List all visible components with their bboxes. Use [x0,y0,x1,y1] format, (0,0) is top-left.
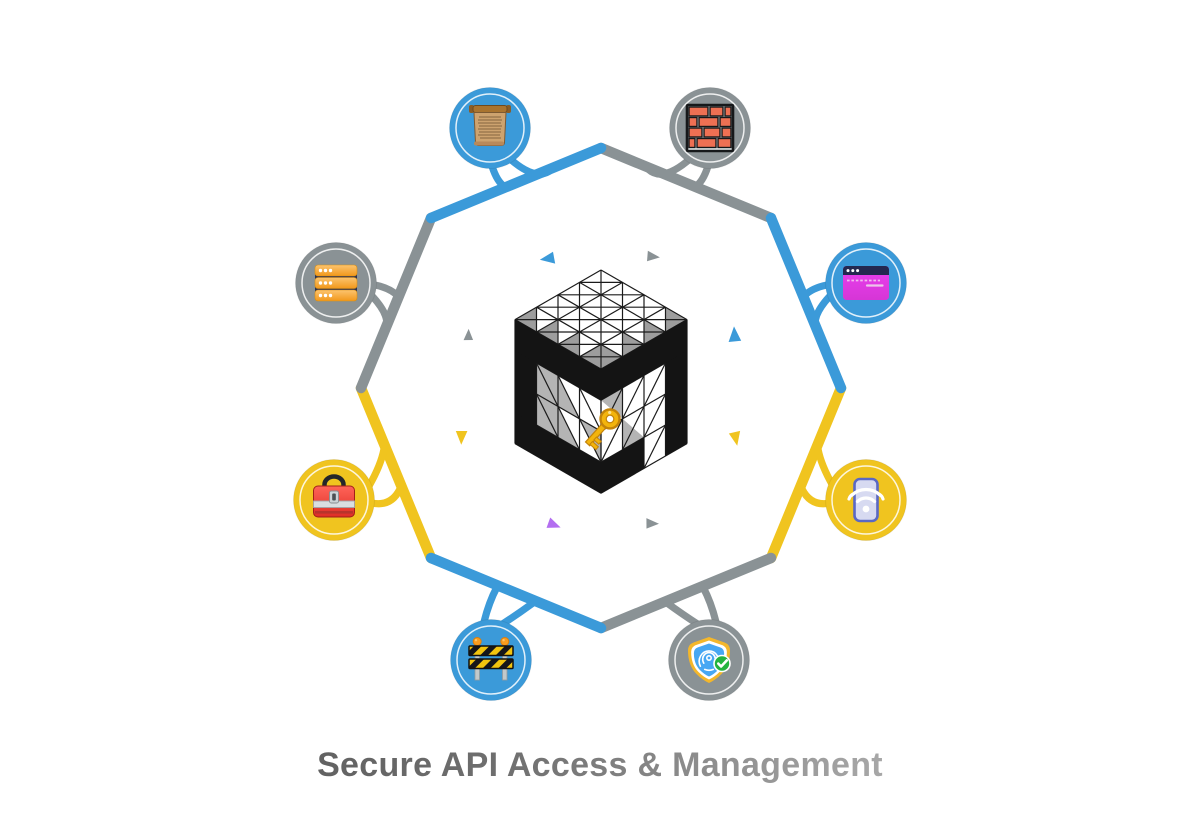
node-inner-ring [831,465,901,535]
octagon-edge-6 [765,382,847,564]
connector-leg-servers [369,293,391,335]
cube-black-band [515,319,601,401]
node-inner-ring [455,93,525,163]
server-stack-icon [314,264,358,302]
octagon-edge-3 [355,382,437,564]
page-title: Secure API Access & Management [0,746,1200,785]
triangle-decoration [455,430,468,445]
node-barrier [450,619,532,701]
octagon-edge-1 [425,142,607,224]
triangle-decoration [546,517,561,528]
octagon-edge-8 [595,142,777,224]
connector-leg-scroll [488,162,509,191]
node-firewall [669,87,751,169]
connector-leg-toolbox [365,445,388,490]
node-shield [668,619,750,701]
octagon-ring [355,142,847,634]
cube-logo [514,269,688,494]
connector-leg-barrier [480,583,501,626]
octagon-edge-5 [595,552,777,634]
connector-leg-shield [699,583,720,626]
connector-leg-barrier [497,599,537,629]
triangle-decoration [463,328,474,341]
triangle-decoration [728,430,741,446]
connector-leg-servers [371,281,402,300]
cube-black-band [601,319,687,401]
connector-leg-firewall [691,162,712,191]
connector-leg-scroll [505,154,556,178]
scroll-icon [468,104,512,146]
connector-leg-toolbox [368,485,404,508]
browser-window-icon [841,264,891,302]
node-inner-ring [674,625,744,695]
key-icon [584,408,621,451]
node-inner-ring [675,93,745,163]
cube-black-band [515,412,601,494]
triangle-decoration [539,251,556,264]
triangle-decoration [647,250,660,262]
connector-leg-web-app [800,281,831,300]
cube-black-band [601,437,644,494]
node-scroll [449,87,531,169]
triangle-decorations [455,250,742,529]
node-inner-ring [456,625,526,695]
node-servers [295,242,377,324]
connector-leg-firewall [644,154,695,178]
node-inner-ring [301,248,371,318]
octagon-edge-2 [355,212,437,394]
service-nodes [293,87,907,701]
node-web-app [825,242,907,324]
octagon-edge-7 [765,212,847,394]
connector-leg-web-app [811,293,833,335]
brick-wall-icon [685,103,735,153]
connector-leg-shield [663,599,703,629]
node-inner-ring [299,465,369,535]
triangle-decoration [646,518,659,529]
node-toolbox [293,459,375,541]
triangle-decoration [728,326,742,342]
node-mobile [825,459,907,541]
cube-gray-triangle [622,418,644,450]
node-connectors [365,154,837,629]
phone-wifi-icon [847,477,885,523]
octagon-edge-4 [425,552,607,634]
node-inner-ring [831,248,901,318]
